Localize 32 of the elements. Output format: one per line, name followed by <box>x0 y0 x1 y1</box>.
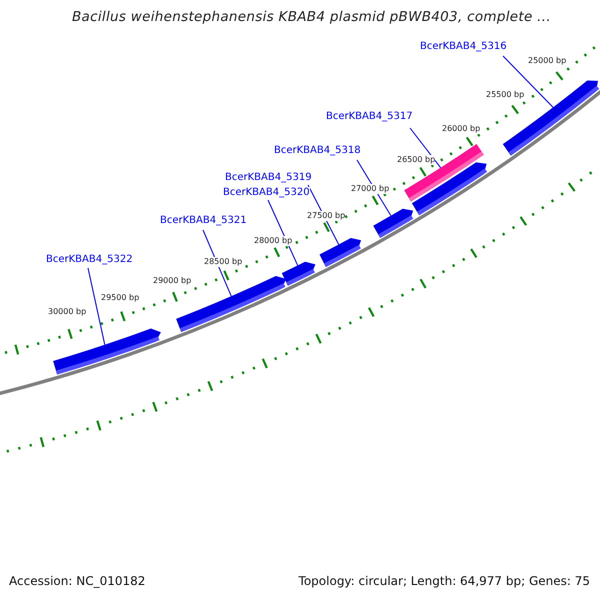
position-label: 27500 bp <box>307 211 346 221</box>
gene-label: BcerKBAB4_5317 <box>326 111 413 123</box>
position-label: 29000 bp <box>153 276 192 286</box>
position-label: 26000 bp <box>442 124 480 134</box>
map-title: Bacillus weihenstephanensis KBAB4 plasmid pBWB403, complete ... <box>72 9 551 26</box>
summary-text: Topology: circular; Length: 64,977 bp; Genes: 75 <box>298 574 590 588</box>
gene-label: BcerKBAB4_5320 <box>223 187 310 199</box>
position-label: 26500 bp <box>397 155 436 165</box>
gene-segment <box>373 208 414 238</box>
gene-label: BcerKBAB4_5321 <box>160 215 247 227</box>
leader-line <box>268 200 298 266</box>
gene-segment <box>412 162 488 216</box>
position-label: 30000 bp <box>48 307 86 317</box>
gene-label: BcerKBAB4_5322 <box>46 254 133 266</box>
leader-line <box>88 268 106 346</box>
gene-label: BcerKBAB4_5316 <box>420 41 507 53</box>
leader-line <box>202 230 232 297</box>
position-label: 27000 bp <box>351 184 390 194</box>
leader-line <box>502 56 554 108</box>
gene-label: BcerKBAB4_5318 <box>274 145 361 157</box>
position-label: 28500 bp <box>204 257 242 267</box>
position-label: 28000 bp <box>254 236 292 246</box>
gene-label: BcerKBAB4_5319 <box>225 172 312 184</box>
position-label: 25500 bp <box>486 90 524 100</box>
gene-segment <box>53 328 161 374</box>
gene-segment <box>176 276 286 332</box>
gene-segment <box>320 238 362 267</box>
gene-segment <box>282 262 316 286</box>
position-label: 25000 bp <box>528 56 566 66</box>
leader-line <box>410 128 442 168</box>
accession-text: Accession: NC_010182 <box>9 574 146 588</box>
position-label: 29500 bp <box>101 293 140 303</box>
